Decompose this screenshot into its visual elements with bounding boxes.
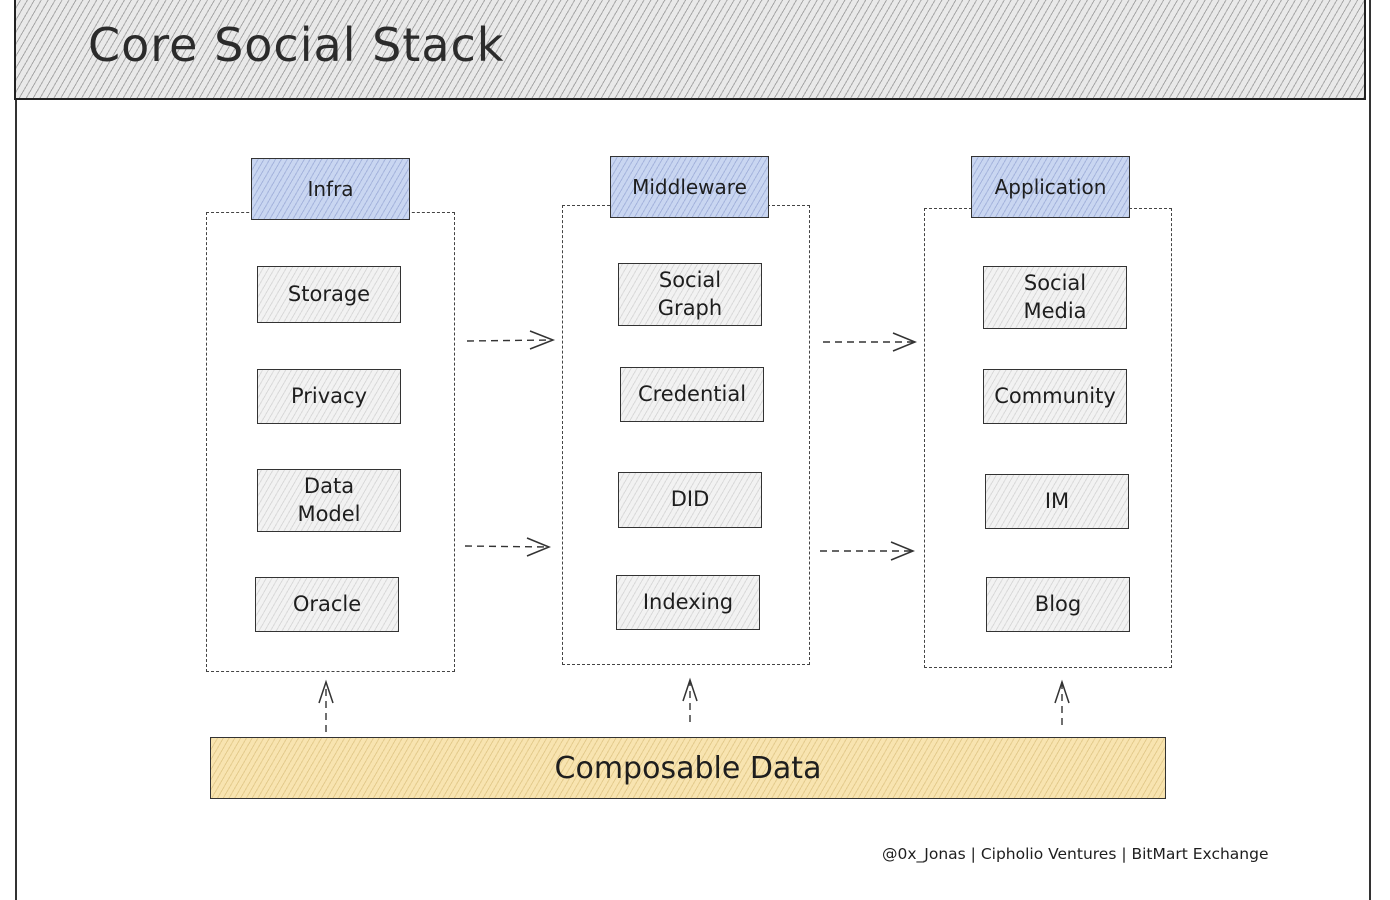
infra-item-oracle: Oracle [255, 577, 399, 632]
diagram-title: Core Social Stack [88, 18, 505, 72]
middleware-item-social-graph: Social Graph [618, 263, 762, 326]
application-item-blog: Blog [986, 577, 1130, 632]
application-item-community: Community [983, 369, 1127, 424]
infra-item-storage: Storage [257, 266, 401, 323]
credit-line: @0x_Jonas | Cipholio Ventures | BitMart … [882, 845, 1269, 863]
middleware-item-did: DID [618, 472, 762, 528]
composable-data-bar: Composable Data [210, 737, 1166, 799]
infra-item-data-model: Data Model [257, 469, 401, 532]
middleware-label: Middleware [610, 156, 769, 218]
middleware-item-credential: Credential [620, 367, 764, 422]
application-label: Application [971, 156, 1130, 218]
infra-label: Infra [251, 158, 410, 220]
canvas-frame [15, 0, 1371, 900]
application-item-im: IM [985, 474, 1129, 529]
infra-item-privacy: Privacy [257, 369, 401, 424]
header-banner: Core Social Stack [14, 0, 1366, 100]
middleware-item-indexing: Indexing [616, 575, 760, 630]
application-item-social-media: Social Media [983, 266, 1127, 329]
